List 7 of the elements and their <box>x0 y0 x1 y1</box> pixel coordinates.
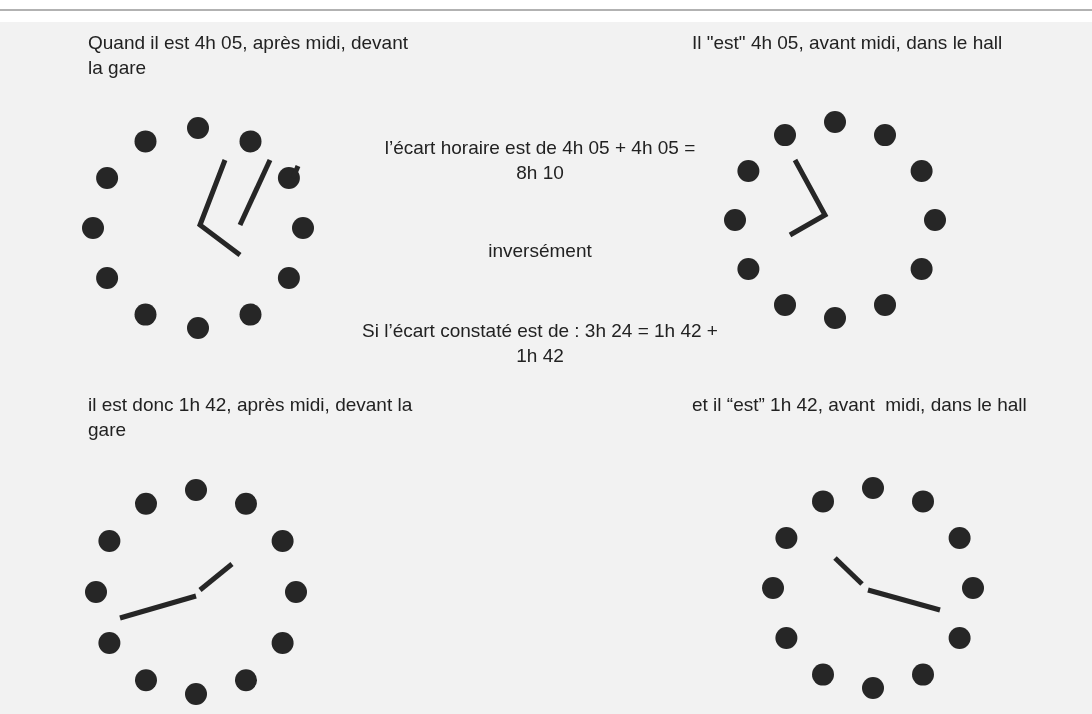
caption-text: inversément <box>487 239 593 263</box>
caption-text: et il “est” 1h 42, avant midi, dans le hall <box>692 393 1028 417</box>
caption-text: l’écart horaire est de 4h 05 + 4h 05 = 8h 10 <box>383 136 697 185</box>
caption-text: Il "est" 4h 05, avant midi, dans le hall <box>692 31 1004 55</box>
caption-text: il est donc 1h 42, après midi, devant la gare <box>88 393 414 442</box>
caption-text: Si l’écart constaté est de : 3h 24 = 1h 42 + 1h 42 <box>361 319 719 368</box>
caption-text: Quand il est 4h 05, après midi, devant la gare <box>88 31 410 80</box>
